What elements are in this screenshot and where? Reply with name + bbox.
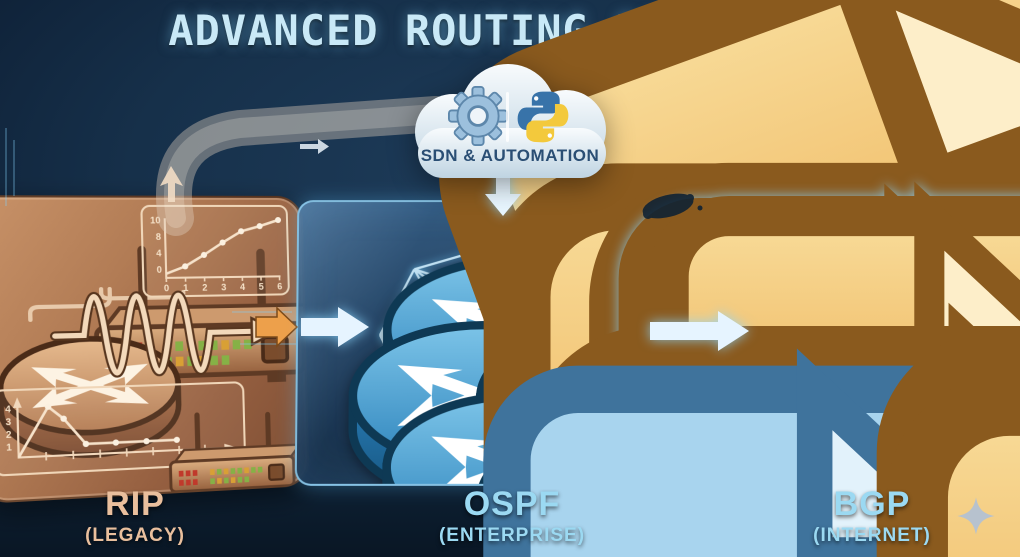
x-tick: 4: [240, 282, 246, 292]
y-tick: 0: [157, 265, 163, 275]
bgp-cloud-label-as: AS: [875, 225, 921, 254]
protocol-subtitle: (INTERNET): [813, 525, 931, 546]
cloud-label: SDN & AUTOMATION: [420, 146, 600, 165]
pipe-right-arrow: [300, 139, 329, 154]
page-title: ADVANCED ROUTING PROTOCOLS: [168, 6, 852, 55]
rip-hop-count-chart: 10 8 4 0 0 1 2 3 4 5 6: [141, 206, 289, 297]
rip-convergence-chart: 4 3 2 1: [0, 380, 301, 502]
cloud-content: SDN & AUTOMATION: [398, 60, 622, 194]
x-tick: 6: [277, 282, 282, 292]
x-tick: 5: [259, 282, 264, 292]
bgp-cloud-label-isp: ISP: [698, 237, 746, 265]
y-tick: 10: [150, 215, 161, 225]
x-tick: 0: [164, 283, 169, 293]
protocol-name: OSPF: [463, 485, 561, 523]
caption-ospf: OSPF (ENTERPRISE): [402, 485, 622, 547]
x-tick: 3: [221, 282, 226, 292]
bgp-cloud-label-isp: ISP: [983, 282, 1020, 312]
protocol-subtitle: (LEGACY): [85, 525, 185, 546]
protocol-subtitle: (ENTERPRISE): [438, 525, 586, 546]
x-tick: 2: [202, 283, 207, 293]
y-tick: 8: [156, 232, 162, 242]
bgp-cloud-label-isp: ISP: [956, 226, 1014, 259]
sparkle-icon: [957, 497, 995, 535]
bgp-cloud-label-isp: ISP: [749, 331, 797, 360]
bgp-cloud-label-isp: ISP: [770, 384, 819, 413]
gear-icon: [448, 86, 508, 146]
x-tick: 1: [183, 283, 188, 293]
y-tick: 4: [156, 248, 162, 258]
bgp-cloud-label-as: AS: [746, 239, 791, 267]
bgp-panel: ISP AS AS ISP ISP ISP ISP ISP ISP: [674, 127, 1020, 484]
bgp-cloud-label-isp: ISP: [903, 355, 953, 384]
rip-panel: 10 8 4 0 0 1 2 3 4 5 6: [0, 195, 310, 505]
caption-bgp: BGP (INTERNET): [762, 485, 982, 547]
y-tick: 2: [6, 429, 12, 440]
divider: [506, 92, 509, 142]
y-tick: 4: [5, 404, 12, 415]
protocol-name: RIP: [105, 485, 165, 523]
y-tick: 1: [6, 442, 12, 453]
rip-panel-graphics: 10 8 4 0 0 1 2 3 4 5 6: [0, 197, 308, 501]
ospf-panel: Dijkstra SPF: [294, 200, 672, 486]
caption-rip: RIP (LEGACY): [25, 485, 245, 547]
protocol-name: BGP: [833, 485, 911, 523]
sdn-automation-cloud: SDN & AUTOMATION: [398, 60, 622, 194]
ospf-mesh: [297, 202, 670, 484]
dijkstra-spf-icon: [591, 359, 656, 417]
y-tick: 3: [5, 417, 11, 428]
python-icon: [514, 88, 572, 146]
bgp-map: [676, 129, 1018, 482]
